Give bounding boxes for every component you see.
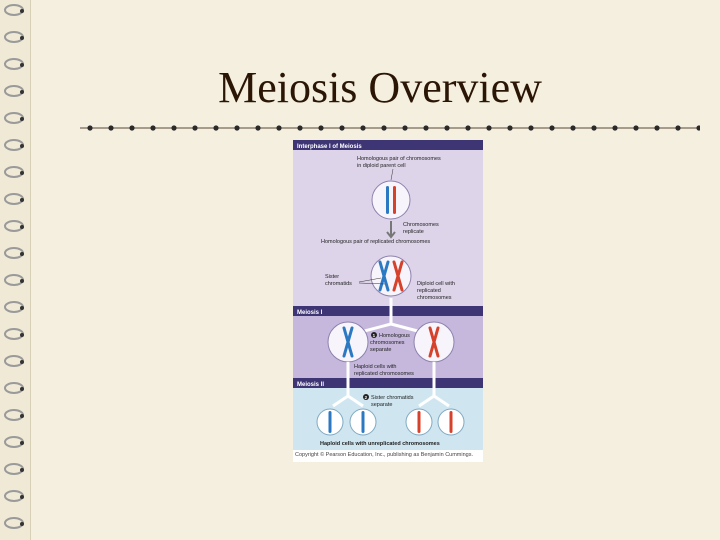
divider-dot	[213, 125, 219, 131]
spiral-hole	[20, 360, 24, 364]
split-connector-2-left	[332, 362, 364, 408]
label-haploid-replicated-line2: replicated chromosomes	[354, 371, 414, 377]
chromatid-red-2	[449, 411, 453, 433]
spiral-hole	[20, 252, 24, 256]
step1-label-line3: separate	[370, 347, 391, 353]
label-diploid-line3: chromosomes	[417, 295, 452, 301]
divider-dot	[444, 125, 450, 131]
diploid-replicated-cell	[370, 255, 412, 297]
replicated-chromosome-red-separated	[428, 326, 440, 358]
spiral-hole	[20, 522, 24, 526]
spiral-hole	[20, 144, 24, 148]
spiral-hole	[20, 495, 24, 499]
meiosis-diagram: Interphase I of Meiosis Meiosis I Meiosi…	[293, 140, 483, 462]
divider-dot	[633, 125, 639, 131]
spiral-hole	[20, 333, 24, 337]
divider-dot	[612, 125, 618, 131]
chromosome-red	[393, 186, 396, 214]
arrow-replicate	[386, 221, 396, 239]
label-haploid-replicated: Haploid cells with	[354, 364, 397, 370]
label-diploid: Diploid cell with	[417, 281, 455, 287]
divider-dot	[129, 125, 135, 131]
spiral-hole	[20, 468, 24, 472]
divider-dot	[192, 125, 198, 131]
spiral-binding	[0, 0, 31, 540]
divider-dot	[108, 125, 114, 131]
divider-dot	[591, 125, 597, 131]
divider-dot	[423, 125, 429, 131]
spiral-hole	[20, 306, 24, 310]
split-connector-2-right	[418, 362, 450, 408]
step2-number: 2	[365, 395, 368, 400]
divider-dot	[171, 125, 177, 131]
section-title-meiosis1: Meiosis I	[297, 310, 323, 316]
label-homologous-pair-line2: in diploid parent cell	[357, 163, 406, 169]
spiral-hole	[20, 117, 24, 121]
divider-dot	[549, 125, 555, 131]
divider-dot	[297, 125, 303, 131]
step2-label-line2: separate	[371, 402, 392, 408]
spiral-hole	[20, 441, 24, 445]
divider-dot	[465, 125, 471, 131]
divider-dot	[507, 125, 513, 131]
spiral-hole	[20, 387, 24, 391]
spiral-hole	[20, 414, 24, 418]
spiral-hole	[20, 9, 24, 13]
divider-dot	[570, 125, 576, 131]
step1-label-line2: chromosomes	[370, 340, 405, 346]
label-diploid-line2: replicated	[417, 288, 441, 294]
spiral-hole	[20, 63, 24, 67]
chromatid-red-1	[417, 411, 421, 433]
divider-dot	[255, 125, 261, 131]
step1-number: 1	[373, 333, 376, 338]
title-divider	[80, 125, 700, 131]
step1-badge	[371, 332, 377, 338]
divider-dot	[654, 125, 660, 131]
step1-label: Homologous	[379, 333, 410, 339]
divider-dot	[234, 125, 240, 131]
replicated-chromosome-red	[392, 260, 404, 292]
divider-dot	[696, 125, 700, 131]
label-sister: Sister	[325, 274, 339, 280]
label-replicated-pair: Homologous pair of replicated chromosome…	[321, 239, 430, 245]
divider-dot	[528, 125, 534, 131]
replicated-chromosome-blue	[378, 260, 390, 292]
label-replicate: Chromosomes	[403, 222, 439, 228]
divider-dot	[150, 125, 156, 131]
spiral-hole	[20, 171, 24, 175]
divider-dot	[339, 125, 345, 131]
step2-badge	[363, 394, 369, 400]
chromatid-blue-1	[328, 411, 332, 433]
chromatid-blue-2	[361, 411, 365, 433]
label-sister-line2: chromatids	[325, 281, 352, 287]
section-title-interphase: Interphase I of Meiosis	[297, 144, 362, 150]
replicated-chromosome-blue-separated	[342, 326, 354, 358]
divider-dot	[360, 125, 366, 131]
spiral-hole	[20, 36, 24, 40]
diploid-parent-cell	[371, 180, 411, 220]
divider-dot	[318, 125, 324, 131]
divider-dot	[486, 125, 492, 131]
spiral-hole	[20, 90, 24, 94]
section-bar-interphase	[293, 140, 483, 150]
divider-dot	[675, 125, 681, 131]
section-title-meiosis2: Meiosis II	[297, 382, 324, 388]
section-bar-meiosis2	[293, 378, 483, 388]
label-replicate-line2: replicate	[403, 229, 424, 235]
divider-dot	[276, 125, 282, 131]
section-bar-meiosis1	[293, 306, 483, 316]
copyright-credit: Copyright © Pearson Education, Inc., pub…	[295, 452, 474, 458]
slide-title: Meiosis Overview	[218, 63, 542, 112]
label-haploid-unreplicated: Haploid cells with unreplicated chromoso…	[320, 441, 440, 447]
label-homologous-pair: Homologous pair of chromosomes	[357, 156, 441, 162]
divider-dot	[87, 125, 93, 131]
spiral-hole	[20, 225, 24, 229]
divider-dot	[402, 125, 408, 131]
divider-dot	[381, 125, 387, 131]
spiral-hole	[20, 198, 24, 202]
step2-label: Sister chromatids	[371, 395, 414, 401]
spiral-hole	[20, 279, 24, 283]
chromosome-blue	[386, 186, 389, 214]
